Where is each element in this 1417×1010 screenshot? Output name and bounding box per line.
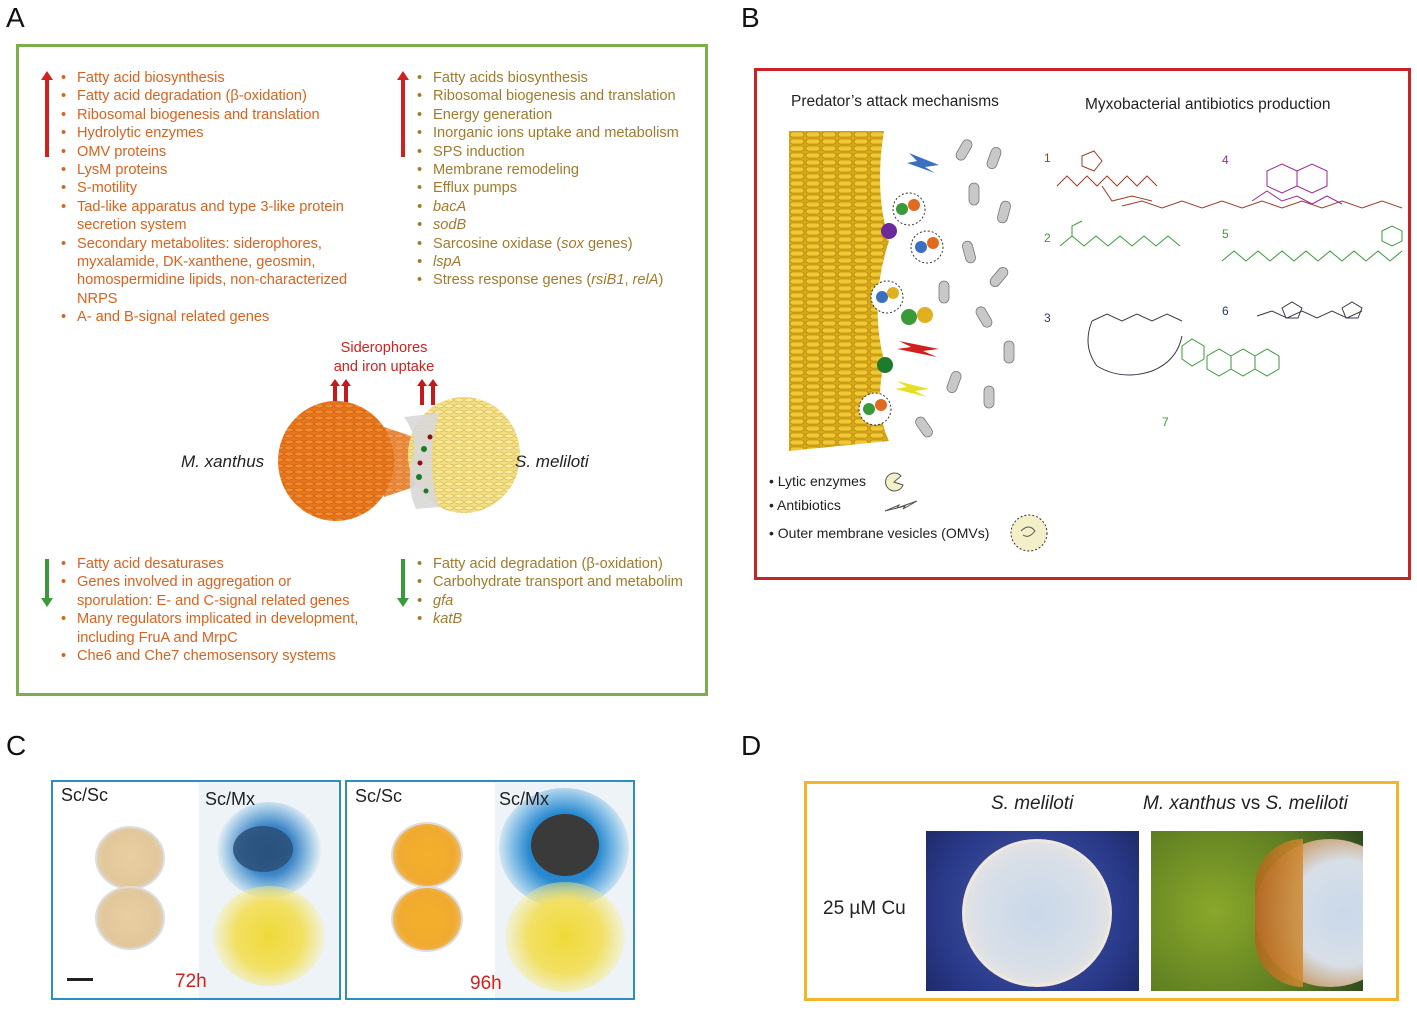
list-item: Fatty acid degradation (β-oxidation) — [413, 555, 709, 574]
up-arrow-icon — [41, 71, 53, 157]
heading-antibiotics: Myxobacterial antibiotics production — [1085, 96, 1331, 113]
species-label-right: S. meliloti — [515, 452, 589, 471]
text: genes) — [583, 235, 633, 252]
list-item: Fatty acid biosynthesis — [57, 69, 367, 88]
list-item: katB — [413, 610, 709, 629]
list-item: gfa — [413, 592, 709, 611]
legend-omvs: • Outer membrane vesicles (OMVs) — [769, 525, 990, 541]
down-arrow-icon — [41, 559, 53, 607]
panel-c-96h: Sc/Sc Sc/Mx 96h — [345, 780, 635, 1000]
plate-sc-mx-image — [199, 782, 339, 998]
plate-sc-sc-image — [53, 782, 195, 998]
list-item: Efflux pumps — [413, 179, 709, 198]
list-item: Sarcosine oxidase (sox genes) — [413, 235, 709, 254]
compound-number: 3 — [1044, 311, 1051, 325]
text: S. meliloti — [1265, 793, 1348, 814]
time-label: 96h — [470, 973, 502, 994]
lytic-enzyme-icon — [885, 472, 904, 492]
text: vs — [1235, 793, 1266, 814]
up-arrow-icon — [397, 71, 409, 157]
photo-mx-vs-sm — [1151, 831, 1363, 991]
sm-upregulated-list: Fatty acids biosynthesis Ribosomal bioge… — [413, 69, 709, 290]
list-item: Ribosomal biogenesis and translation — [57, 106, 367, 125]
list-item: Genes involved in aggregation or sporula… — [57, 573, 367, 610]
omv-icon — [1010, 514, 1048, 552]
list-item: Energy generation — [413, 106, 709, 125]
list-item: Stress response genes (rsiB1, relA) — [413, 271, 709, 290]
compound-number: 2 — [1044, 231, 1051, 245]
list-item: Fatty acid degradation (β-oxidation) — [57, 87, 367, 106]
double-up-arrow-icon — [330, 379, 351, 405]
text: relA — [632, 272, 659, 289]
text: sox — [561, 235, 584, 252]
panel-label-c: C — [6, 730, 27, 761]
list-item: sodB — [413, 216, 709, 235]
list-item: SPS induction — [413, 143, 709, 162]
row-label: 25 µM Cu — [823, 898, 906, 919]
text: rsiB1 — [591, 272, 625, 289]
double-up-arrow-icon — [417, 379, 438, 405]
antibiotic-bolt-icon — [884, 500, 918, 512]
chemical-structures-illustration — [1056, 150, 1403, 377]
compound-number: 4 — [1222, 153, 1229, 167]
heading-attack-mechanisms: Predator’s attack mechanisms — [791, 93, 999, 110]
list-item: Che6 and Che7 chemosensory systems — [57, 647, 367, 666]
list-item: OMV proteins — [57, 143, 367, 162]
list-item: Tad-like apparatus and type 3-like prote… — [57, 198, 367, 235]
list-item: A- and B-signal related genes — [57, 308, 367, 327]
list-item: Inorganic ions uptake and metabolism — [413, 124, 709, 143]
legend-lytic-enzymes: • Lytic enzymes — [769, 473, 866, 489]
panel-label-d: D — [741, 730, 762, 761]
compound-number: 6 — [1222, 304, 1229, 318]
compound-number: 1 — [1044, 151, 1051, 165]
list-item: Hydrolytic enzymes — [57, 124, 367, 143]
list-item: Carbohydrate transport and metabolim — [413, 573, 709, 592]
list-item: Fatty acid desaturases — [57, 555, 367, 574]
panel-d: S. meliloti M. xanthus vs S. meliloti 25… — [804, 781, 1399, 1001]
list-item: bacA — [413, 198, 709, 217]
list-item: S-motility — [57, 179, 367, 198]
panel-label-b: B — [741, 2, 760, 33]
plate-label: Sc/Mx — [499, 789, 550, 809]
list-item: lspA — [413, 253, 709, 272]
mx-downregulated-list: Fatty acid desaturases Genes involved in… — [57, 555, 367, 666]
photo-s-meliloti — [926, 831, 1139, 991]
heading-s-meliloti: S. meliloti — [991, 793, 1074, 814]
text: M. xanthus — [1143, 793, 1236, 814]
plate-label: Sc/Mx — [205, 789, 256, 809]
time-label: 72h — [175, 971, 207, 992]
panel-c-72h: Sc/Sc Sc/Mx 72h — [51, 780, 341, 1000]
list-item: LysM proteins — [57, 161, 367, 180]
text: , — [624, 272, 633, 289]
list-item: Fatty acids biosynthesis — [413, 69, 709, 88]
predation-illustration — [789, 131, 1015, 451]
species-label-left: M. xanthus — [181, 452, 265, 471]
list-item: Ribosomal biogenesis and translation — [413, 87, 709, 106]
list-item: Many regulators implicated in developmen… — [57, 610, 367, 647]
plate-label: Sc/Sc — [355, 786, 403, 806]
text: Sarcosine oxidase ( — [433, 235, 562, 252]
text: ) — [658, 272, 664, 289]
panel-a: Fatty acid biosynthesis Fatty acid degra… — [16, 44, 708, 696]
plate-sc-sc-image — [347, 782, 493, 998]
text: Stress response genes ( — [433, 272, 592, 289]
scale-bar — [67, 978, 93, 981]
compound-number: 7 — [1162, 415, 1169, 429]
sm-downregulated-list: Fatty acid degradation (β-oxidation) Car… — [413, 555, 709, 629]
center-title: Siderophores and iron uptake — [333, 340, 435, 375]
heading-mx-vs-sm: M. xanthus vs S. meliloti — [1143, 793, 1348, 815]
down-arrow-icon — [397, 559, 409, 607]
plate-label: Sc/Sc — [61, 785, 109, 805]
colonies-illustration — [278, 397, 520, 521]
mx-upregulated-list: Fatty acid biosynthesis Fatty acid degra… — [57, 69, 367, 327]
legend-antibiotics: • Antibiotics — [769, 497, 841, 513]
compound-number: 5 — [1222, 227, 1229, 241]
list-item: Membrane remodeling — [413, 161, 709, 180]
list-item: Secondary metabolites: siderophores, myx… — [57, 235, 367, 309]
panel-label-a: A — [6, 2, 25, 33]
panel-b: Predator’s attack mechanisms Myxobacteri… — [754, 68, 1411, 580]
plate-sc-mx-image — [495, 782, 633, 998]
